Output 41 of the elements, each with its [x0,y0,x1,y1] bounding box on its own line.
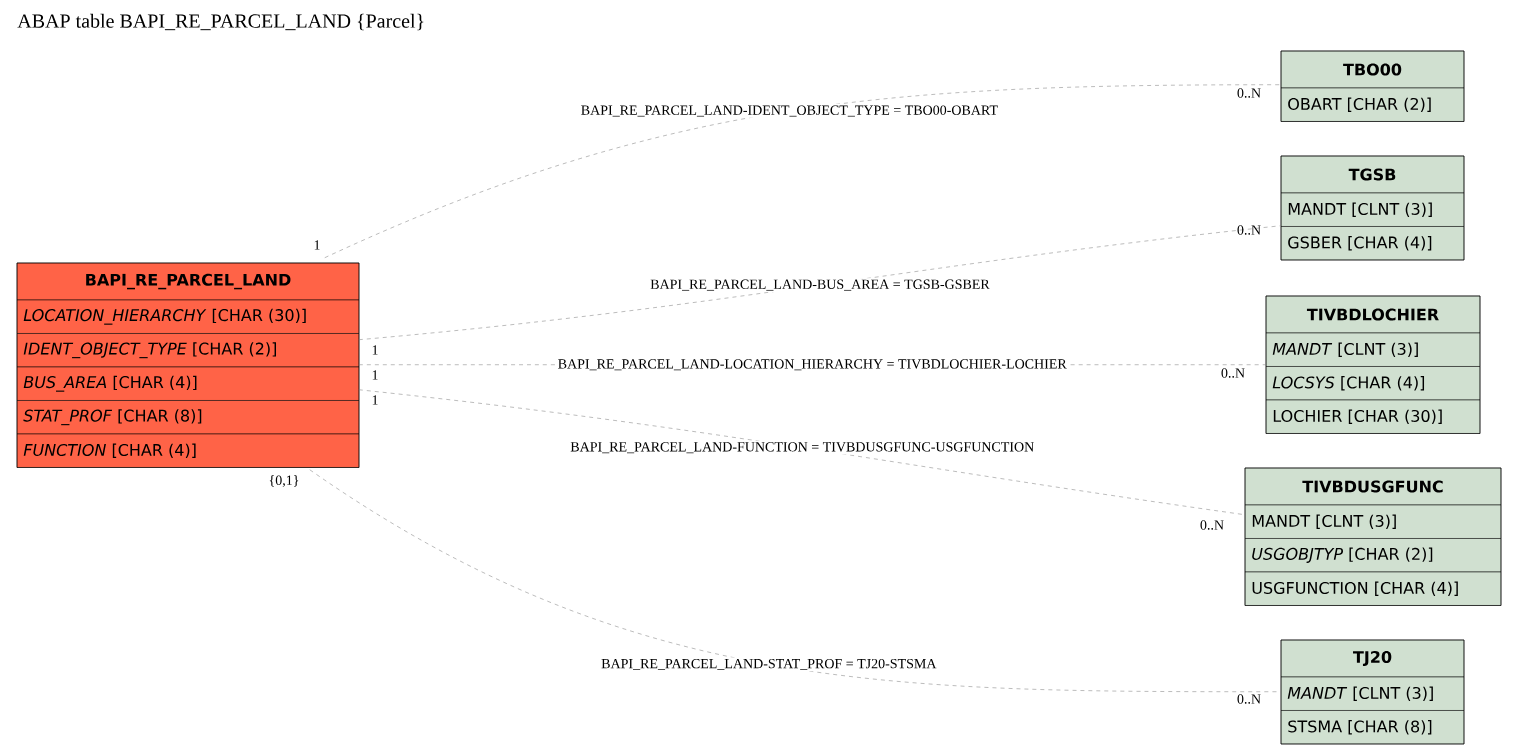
connector [324,84,1281,258]
cardinality: 1 [314,240,320,250]
table-row: LOCHIER [CHAR (30)] [1265,399,1481,434]
table-row: LOCSYS [CHAR (4)] [1265,366,1481,401]
table-header: TGSB [1280,155,1465,194]
table-header: BAPI_RE_PARCEL_LAND [16,262,360,301]
table-row: USGFUNCTION [CHAR (4)] [1244,571,1502,606]
table-row: BUS_AREA [CHAR (4)] [16,366,360,401]
table-row: IDENT_OBJECT_TYPE [CHAR (2)] [16,333,360,368]
table-header: TBO00 [1280,50,1465,89]
table-row: OBART [CHAR (2)] [1280,87,1465,122]
cardinality: 0..N [1237,694,1261,704]
table-row: MANDT [CLNT (3)] [1244,504,1502,539]
edge-label: BAPI_RE_PARCEL_LAND-IDENT_OBJECT_TYPE = TBO00-OBART [579,104,1000,118]
cardinality: 0..N [1200,520,1224,530]
table-row: LOCATION_HIERARCHY [CHAR (30)] [16,299,360,334]
cardinality: 1 [372,370,378,380]
table-header: TIVBDLOCHIER [1265,295,1481,334]
table-row: GSBER [CHAR (4)] [1280,226,1465,261]
title: ABAP table BAPI_RE_PARCEL_LAND {Parcel} [17,13,424,31]
table-row: MANDT [CLNT (3)] [1280,676,1465,711]
cardinality: 0..N [1237,225,1261,235]
edge-label: BAPI_RE_PARCEL_LAND-STAT_PROF = TJ20-STSMA [599,657,938,672]
table-header: TIVBDUSGFUNC [1244,467,1502,506]
edge-label: BAPI_RE_PARCEL_LAND-BUS_AREA = TGSB-GSBER [648,278,992,292]
table-row: MANDT [CLNT (3)] [1265,332,1481,367]
edge-label: BAPI_RE_PARCEL_LAND-LOCATION_HIERARCHY = TIVBDLOCHIER-LOCHIER [556,357,1069,372]
edge-label: BAPI_RE_PARCEL_LAND-FUNCTION = TIVBDUSGFUNC-USGFUNCTION [569,440,1036,455]
connector [358,389,1245,515]
cardinality: 0..N [1221,368,1245,378]
cardinality: 1 [372,395,378,405]
table-row: STAT_PROF [CHAR (8)] [16,400,360,435]
table-row: USGOBJTYP [CHAR (2)] [1244,538,1502,573]
table-row: STSMA [CHAR (8)] [1280,710,1465,745]
cardinality: {0,1} [269,475,299,487]
table-header: TJ20 [1280,639,1465,678]
connector [358,225,1281,340]
table-row: FUNCTION [CHAR (4)] [16,433,360,468]
table-row: MANDT [CLNT (3)] [1280,192,1465,227]
cardinality: 0..N [1237,88,1261,98]
cardinality: 1 [372,345,378,355]
